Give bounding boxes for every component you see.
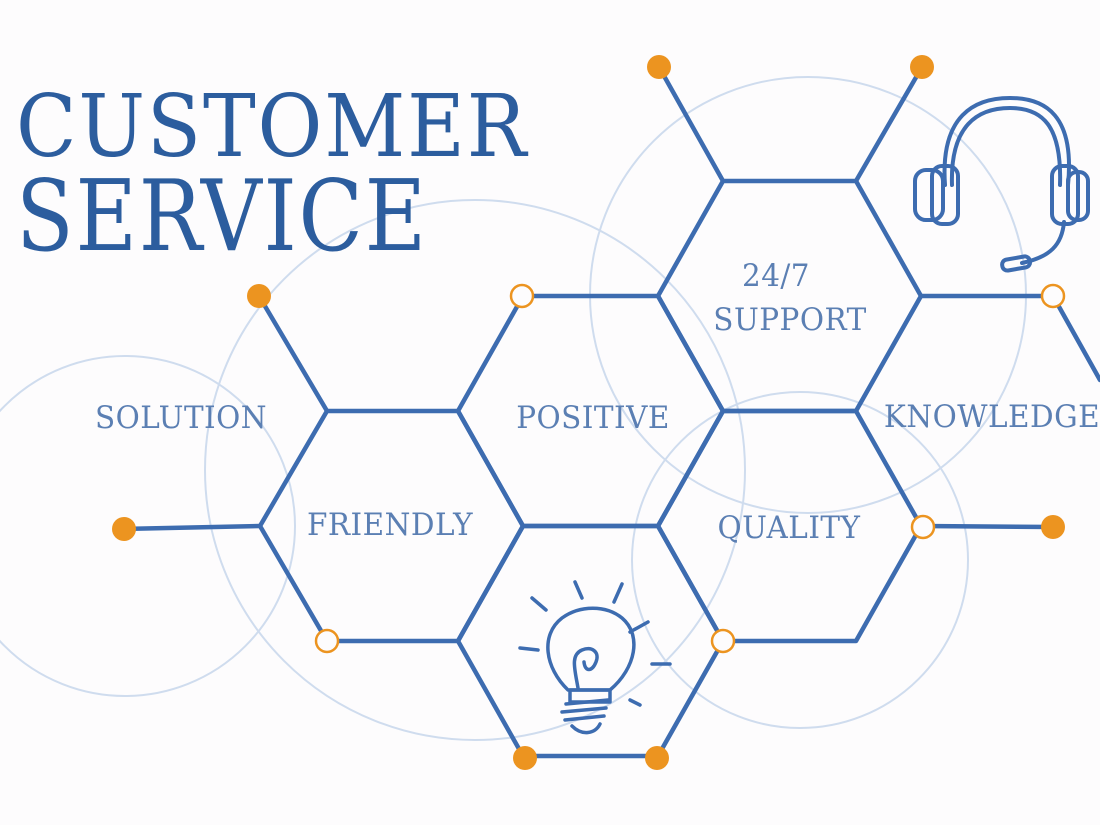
hex-knowledge-edge [918,293,1100,383]
node-ring [1040,283,1066,309]
ring-center [204,199,746,741]
hexagon-grid [121,64,1100,759]
node-dot [647,55,671,79]
hex-support [655,178,924,414]
title-customer: CUSTOMER [16,77,529,177]
spoke-support-left [656,64,726,184]
node-ring [910,514,936,540]
ring-left [0,355,296,697]
spoke-solution-top [256,293,330,414]
node-dot [112,517,136,541]
spoke-support-right [853,64,925,184]
node-ring [710,628,736,654]
lightbulb-icon [518,580,672,735]
node-dot [513,746,537,770]
hollow-nodes [314,283,1066,654]
node-ring [314,628,340,654]
filled-nodes [112,55,1065,770]
node-dot [1041,515,1065,539]
title-service: SERVICE [16,160,428,274]
ring-bottom-right [631,391,969,729]
node-ring [509,283,535,309]
label-positive: POSITIVE [516,400,670,436]
label-friendly: FRIENDLY [306,507,474,543]
headset-icon [913,96,1090,273]
node-dot [247,284,271,308]
label-knowledge: KNOWLEDGE [883,399,1100,435]
label-solution: SOLUTION [94,400,268,436]
label-quality: QUALITY [717,510,861,546]
label-support-line1: 24/7 [741,258,811,294]
node-dot [645,746,669,770]
node-dot [910,55,934,79]
spoke-solution-left [121,523,263,532]
label-support-line2: SUPPORT [713,302,867,338]
spoke-knowledge-bottom [918,523,1056,530]
